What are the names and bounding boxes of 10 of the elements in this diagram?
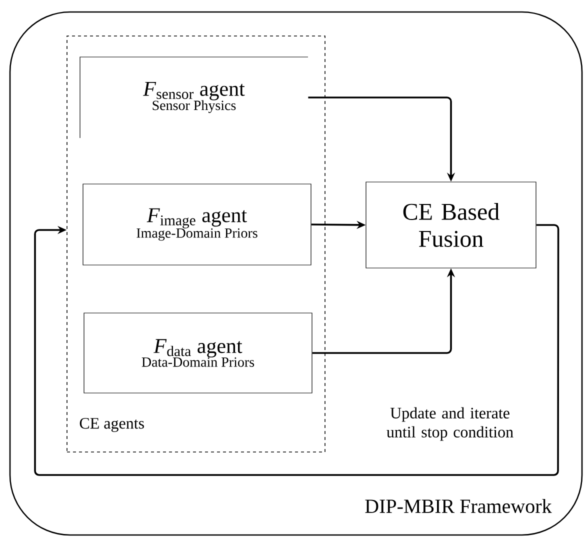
arrow	[34, 224, 560, 476]
frame-title: DIP-MBIR Framework	[365, 498, 552, 514]
fusion-box: CE Based Fusion	[366, 182, 536, 268]
framework-frame	[9, 11, 583, 536]
group-title: CE agents	[80, 418, 144, 432]
agent-box: F$_{image}$ agent Image-Domain Priors	[82, 184, 312, 266]
agent-box: F$_{data}$ agent Data-Domain Priors	[84, 312, 312, 394]
agent-box: F$_{sensor}$ agent Sensor Physics	[80, 56, 308, 138]
dashed-group-box	[66, 36, 326, 452]
note-text: Update and iterate until stop condition	[386, 407, 514, 441]
